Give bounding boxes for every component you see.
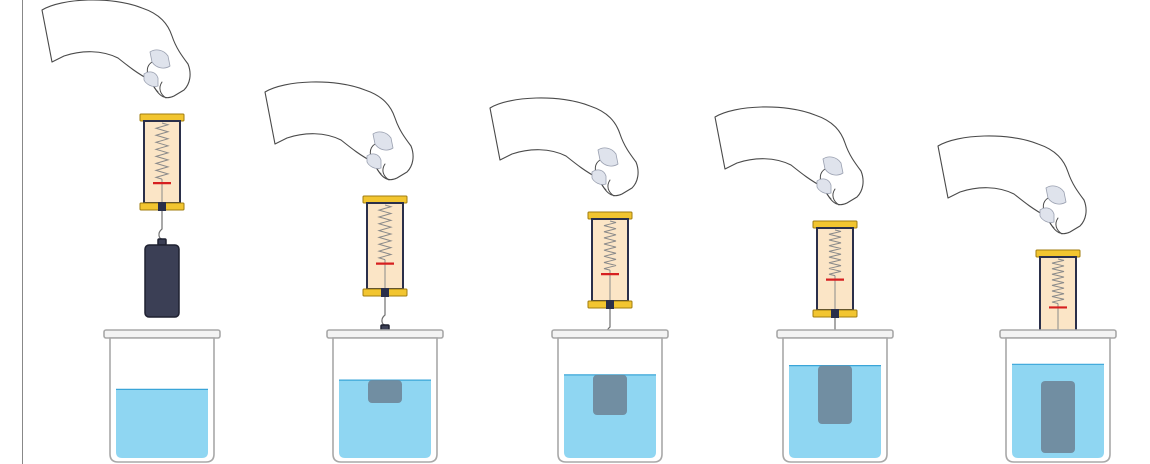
water bbox=[339, 380, 431, 458]
beaker-rim bbox=[999, 329, 1117, 339]
water bbox=[116, 389, 208, 458]
hand-icon bbox=[264, 81, 414, 181]
spring bbox=[1051, 258, 1065, 304]
scale-top-cap bbox=[139, 113, 185, 122]
hook bbox=[158, 211, 163, 240]
spring bbox=[377, 204, 393, 261]
submerged-block-part bbox=[818, 365, 852, 424]
hanging-block bbox=[144, 244, 180, 318]
hook bbox=[381, 297, 386, 326]
scale-top-cap bbox=[362, 195, 408, 204]
glove-fingertip-icon bbox=[149, 49, 171, 69]
beaker-rim bbox=[551, 329, 669, 339]
scale-bottom-slot bbox=[381, 288, 389, 297]
glove-fingertip-icon bbox=[372, 131, 394, 151]
spring bbox=[154, 122, 170, 180]
beaker-rim bbox=[326, 329, 444, 339]
beaker-rim bbox=[103, 329, 221, 339]
glove-fingertip-icon bbox=[1045, 185, 1067, 205]
apparatus-stage-2 bbox=[264, 81, 444, 463]
block-loop bbox=[157, 238, 167, 246]
apparatus-stage-1 bbox=[41, 0, 221, 463]
scale-top-cap bbox=[1035, 249, 1081, 258]
scale-top-cap bbox=[587, 211, 633, 220]
apparatus-stage-4 bbox=[714, 106, 894, 463]
apparatus-stage-5 bbox=[937, 135, 1117, 463]
submerged-block-part bbox=[1041, 381, 1075, 453]
submerged-block-part bbox=[593, 374, 627, 415]
glove-fingertip-icon bbox=[597, 147, 619, 167]
scale-bottom-slot bbox=[606, 300, 614, 309]
apparatus-stage-3 bbox=[489, 97, 669, 463]
spring bbox=[603, 220, 617, 271]
submerged-block-part bbox=[368, 380, 402, 403]
hand-icon bbox=[714, 106, 864, 206]
glove-fingertip-icon bbox=[822, 156, 844, 176]
hand-icon bbox=[489, 97, 639, 197]
scale-top-cap bbox=[812, 220, 858, 229]
scale-bottom-slot bbox=[158, 202, 166, 211]
hand-icon bbox=[937, 135, 1087, 235]
beaker-rim bbox=[776, 329, 894, 339]
page-left-border bbox=[22, 0, 23, 464]
hand-icon bbox=[41, 0, 191, 99]
scale-bottom-slot bbox=[831, 309, 839, 318]
water bbox=[564, 374, 656, 458]
spring bbox=[828, 229, 842, 277]
